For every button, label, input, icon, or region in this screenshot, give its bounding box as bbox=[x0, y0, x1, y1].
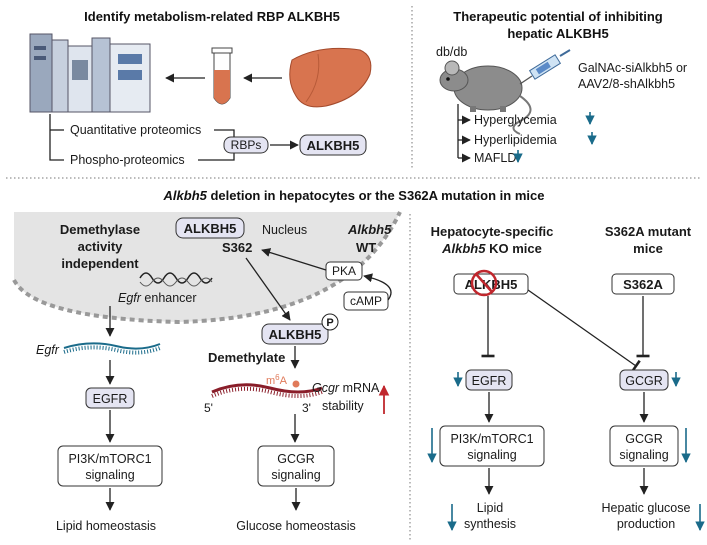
rbps-label: RBPs bbox=[231, 138, 262, 152]
alkbh5-top-box bbox=[299, 134, 367, 156]
ko-pi3k-2: signaling bbox=[467, 448, 516, 462]
three-prime: 3' bbox=[302, 401, 311, 415]
s362-label: S362 bbox=[222, 240, 252, 255]
ko-egfr-label: EGFR bbox=[472, 374, 507, 388]
mut-out-2: production bbox=[617, 517, 675, 531]
top-left-title: Identify metabolism-related RBP ALKBH5 bbox=[84, 9, 340, 24]
gcgr-signaling-wt-2: signaling bbox=[271, 468, 320, 482]
lipid-homeostasis: Lipid homeostasis bbox=[56, 519, 156, 533]
outcome-hyperglycemia: Hyperglycemia bbox=[474, 113, 557, 127]
ko-pi3k-box bbox=[439, 425, 545, 467]
egfr-mrna-label: Egfr bbox=[36, 343, 60, 357]
method-quantitative: Quantitative proteomics bbox=[70, 123, 201, 137]
gcgr-signaling-wt-box bbox=[257, 445, 335, 487]
treatment-line-1: GalNAc-siAlkbh5 or bbox=[578, 61, 687, 75]
arrow-pka-to-s362 bbox=[261, 248, 327, 271]
alkbh5-top-label: ALKBH5 bbox=[307, 138, 360, 153]
egfr-enhancer: Egfr enhancer bbox=[118, 291, 197, 305]
alkbh5-wt-label: ALKBH5 bbox=[184, 221, 237, 236]
s362a-label: S362A bbox=[623, 277, 663, 292]
phospho-circle bbox=[321, 313, 339, 331]
p-alkbh5-box bbox=[261, 323, 329, 345]
ko-egfr-box bbox=[465, 369, 513, 391]
mut-gcgr-label: GCGR bbox=[625, 374, 663, 388]
mut-gcgr-box bbox=[619, 369, 669, 391]
phospho-label: P bbox=[326, 317, 333, 329]
m6a-label: m6A bbox=[266, 373, 288, 387]
gcgr-mrna-label: Gcgr mRNA bbox=[312, 381, 380, 395]
egfr-wt-box bbox=[85, 387, 135, 409]
demethylase-3: independent bbox=[61, 256, 139, 271]
middle-title: Alkbh5 deletion in hepatocytes or the S3… bbox=[163, 188, 545, 203]
mouse-icon bbox=[439, 60, 532, 135]
ko-alkbh5-label: ALKBH5 bbox=[465, 277, 518, 292]
mut-out-1: Hepatic glucose bbox=[602, 501, 691, 515]
pi3k-wt-box bbox=[57, 445, 163, 487]
demethylate-label: Demethylate bbox=[208, 350, 285, 365]
dna-squiggle bbox=[139, 272, 213, 284]
inhibit-ko-to-gcgr bbox=[527, 289, 641, 373]
ko-out-1: Lipid bbox=[477, 501, 503, 515]
no-sign-icon bbox=[470, 269, 498, 297]
camp-box bbox=[343, 291, 389, 311]
outcome-hyperlipidemia: Hyperlipidemia bbox=[474, 133, 557, 147]
mut-title-1: S362A mutant bbox=[605, 224, 692, 239]
demethylase-2: activity bbox=[78, 239, 124, 254]
rbps-box bbox=[223, 136, 269, 154]
method-phospho: Phospho-proteomics bbox=[70, 153, 185, 167]
p-alkbh5-label: ALKBH5 bbox=[269, 327, 322, 342]
test-tube-icon bbox=[211, 47, 233, 105]
mut-sig-box bbox=[609, 425, 679, 467]
connector-phospho-to-rbps bbox=[198, 152, 235, 161]
mut-sig-2: signaling bbox=[619, 448, 668, 462]
gcgr-signaling-wt-1: GCGR bbox=[277, 452, 315, 466]
pka-box bbox=[325, 261, 363, 281]
five-prime: 5' bbox=[204, 401, 213, 415]
dna-squiggle-2 bbox=[139, 277, 213, 287]
demethylase-1: Demethylase bbox=[60, 222, 140, 237]
wt-label-1: Alkbh5 bbox=[347, 222, 392, 237]
egfr-mrna bbox=[63, 342, 161, 350]
egfr-wt-label: EGFR bbox=[93, 392, 128, 406]
ko-title-2: Alkbh5 KO mice bbox=[441, 241, 542, 256]
m6a-dot bbox=[292, 380, 300, 388]
pka-label: PKA bbox=[332, 264, 356, 278]
mut-title-2: mice bbox=[633, 241, 663, 256]
glucose-homeostasis: Glucose homeostasis bbox=[236, 519, 356, 533]
pi3k-wt-1: PI3K/mTORC1 bbox=[68, 452, 151, 466]
treatment-line-2: AAV2/8-shAlkbh5 bbox=[578, 77, 675, 91]
egfr-mrna-ticks bbox=[63, 345, 161, 355]
connector-quant-to-rbps bbox=[214, 129, 235, 138]
top-right-title-2: hepatic ALKBH5 bbox=[507, 26, 608, 41]
arrow-camp-to-pka bbox=[363, 273, 392, 301]
arrow-s362-to-p-alkbh5 bbox=[245, 257, 291, 321]
ko-pi3k-1: PI3K/mTORC1 bbox=[450, 432, 533, 446]
pi3k-wt-2: signaling bbox=[85, 468, 134, 482]
mass-spectrometer-icon bbox=[29, 33, 151, 113]
syringe-icon bbox=[519, 49, 571, 85]
mouse-label: db/db bbox=[436, 45, 467, 59]
stability-label: stability bbox=[322, 399, 364, 413]
liver-icon bbox=[289, 47, 372, 108]
wt-label-2: WT bbox=[356, 240, 376, 255]
mut-sig-1: GCGR bbox=[625, 432, 663, 446]
proteomics-bracket bbox=[49, 114, 64, 161]
ko-title-1: Hepatocyte-specific bbox=[431, 224, 554, 239]
s362a-box bbox=[611, 273, 675, 295]
nucleus-label: Nucleus bbox=[262, 223, 307, 237]
outcome-mafld: MAFLD bbox=[474, 151, 516, 165]
gcgr-mrna bbox=[211, 383, 323, 394]
camp-label: cAMP bbox=[350, 294, 382, 308]
ko-out-2: synthesis bbox=[464, 517, 516, 531]
alkbh5-wt-box bbox=[175, 217, 245, 239]
top-right-title-1: Therapeutic potential of inhibiting bbox=[453, 9, 662, 24]
